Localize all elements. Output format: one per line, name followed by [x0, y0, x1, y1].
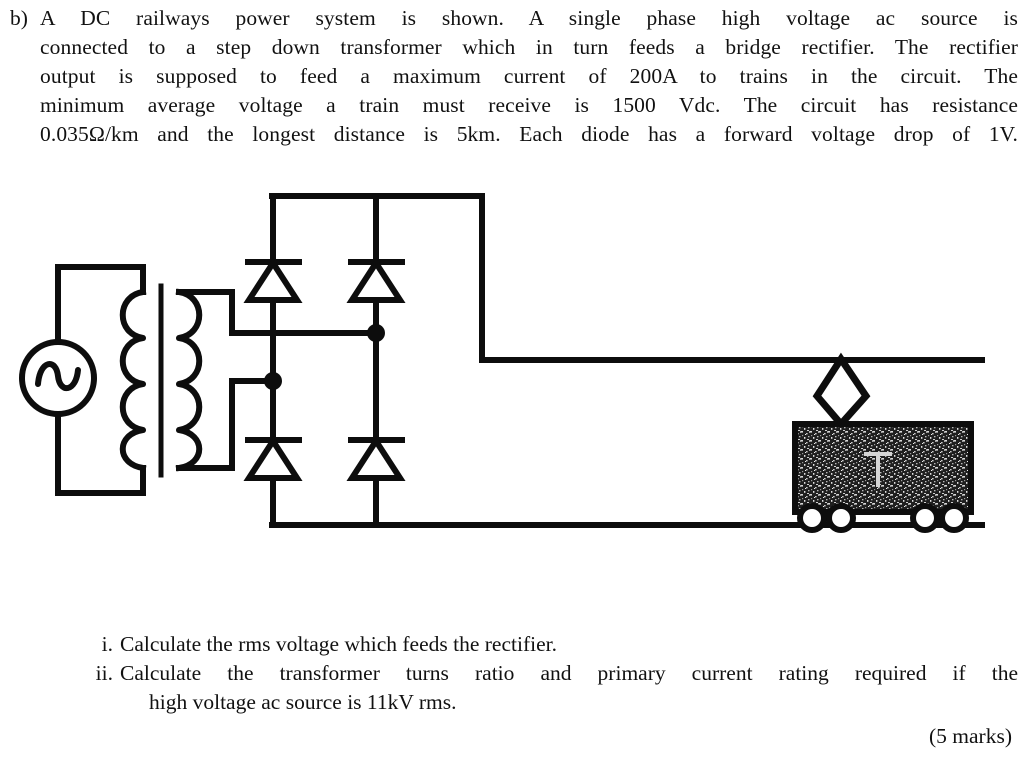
ac-source-bottom-lead: [55, 411, 146, 496]
train-body-marking: [864, 452, 892, 487]
question-line-4: minimum average voltage a train must rec…: [40, 93, 1018, 117]
question-stem: b) A DC railways power system is shown. …: [6, 4, 1018, 149]
diode-d1: [243, 257, 303, 303]
train-pantograph-icon: [812, 352, 871, 430]
sub-question-ii: ii. Calculate the transformer turns rati…: [86, 659, 1018, 688]
sub-question-i: i. Calculate the rms voltage which feeds…: [86, 630, 1018, 659]
dc-output-overhead-line: [479, 193, 985, 363]
sub-question-ii-marker: ii.: [95, 661, 113, 685]
question-line-3: output is supposed to feed a maximum cur…: [40, 64, 1018, 88]
question-paragraph: A DC railways power system is shown. A s…: [40, 4, 1018, 149]
question-line-1: A DC railways power system is shown. A s…: [40, 6, 1018, 30]
transformer-secondary-winding: [175, 288, 203, 472]
diode-d2-triangle: [346, 257, 406, 303]
secondary-bottom-lead: [176, 378, 276, 471]
train-wheel-3: [910, 503, 940, 533]
train-body: [792, 421, 974, 515]
ac-source-sine-icon: [35, 361, 81, 391]
marks-label: (5 marks): [929, 724, 1012, 748]
sub-questions-list: i. Calculate the rms voltage which feeds…: [86, 630, 1018, 717]
question-marker: b): [10, 6, 28, 30]
transformer-primary-winding: [119, 288, 147, 472]
diode-d4-triangle: [346, 435, 406, 481]
sub-question-ii-text-line-1: Calculate the transformer turns ratio an…: [120, 661, 1018, 685]
diode-d2: [346, 257, 406, 303]
diode-d3: [243, 435, 303, 481]
circuit-diagram: [0, 170, 1024, 570]
junction-dot-right-ac-node: [367, 324, 385, 342]
circuit-svg: [19, 193, 985, 533]
junction-dot-left-ac-node: [264, 372, 282, 390]
diode-d4: [346, 435, 406, 481]
question-line-2: connected to a step down transformer whi…: [40, 35, 1018, 59]
ac-source-top-lead: [55, 264, 146, 345]
train-wheel-1: [797, 503, 827, 533]
sub-question-i-marker: i.: [101, 632, 113, 656]
question-line-5: 0.035Ω/km and the longest distance is 5k…: [40, 122, 1018, 146]
secondary-top-lead: [176, 289, 379, 336]
sub-question-i-text: Calculate the rms voltage which feeds th…: [120, 632, 557, 656]
question-stem-row: b) A DC railways power system is shown. …: [6, 4, 1018, 149]
sub-question-ii-text-line-2: high voltage ac source is 11kV rms.: [149, 690, 457, 714]
diode-d3-triangle: [243, 435, 303, 481]
diode-d1-triangle: [243, 257, 303, 303]
train-wheel-2: [826, 503, 856, 533]
train-wheel-4: [939, 503, 969, 533]
